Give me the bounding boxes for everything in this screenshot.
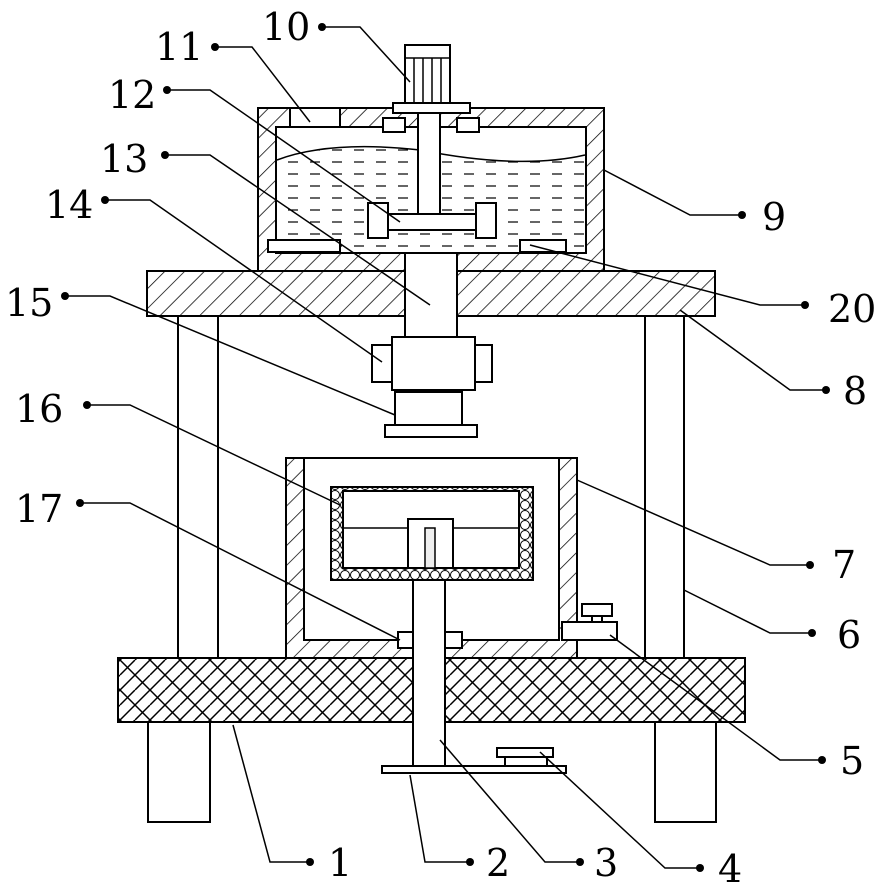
- label-20: 20: [828, 287, 876, 331]
- label-1: 1: [328, 841, 352, 885]
- label-13: 13: [100, 137, 148, 181]
- label-12: 12: [108, 73, 156, 117]
- bottom-motor: [505, 757, 547, 766]
- right-column: [645, 316, 684, 658]
- stirrer-paddle-right: [476, 203, 496, 238]
- label-8: 8: [843, 369, 867, 413]
- label-3: 3: [594, 841, 618, 885]
- label-9: 9: [762, 195, 786, 239]
- label-10: 10: [262, 5, 310, 49]
- tank-inlet: [290, 108, 340, 127]
- label-7: 7: [832, 543, 856, 587]
- right-leg: [655, 722, 716, 822]
- label-2: 2: [486, 841, 510, 885]
- valve: [392, 337, 475, 390]
- rotating-shaft: [413, 580, 445, 768]
- label-5: 5: [840, 739, 864, 783]
- knob: [582, 604, 612, 616]
- nozzle: [395, 392, 462, 425]
- shaft-bearing-right: [445, 632, 462, 648]
- nozzle-plate: [385, 425, 477, 437]
- core-pin: [425, 528, 435, 568]
- label-16: 16: [15, 387, 63, 431]
- stirrer-bar: [388, 214, 476, 230]
- stirring-shaft: [418, 113, 440, 215]
- left-column: [178, 316, 218, 658]
- heater-left: [268, 240, 340, 252]
- valve-side-right: [475, 345, 492, 382]
- heater-right: [520, 240, 566, 252]
- label-15: 15: [5, 281, 53, 325]
- motor-flange: [393, 103, 470, 113]
- label-4: 4: [718, 847, 742, 889]
- top-motor: [405, 45, 450, 103]
- left-leg: [148, 722, 210, 822]
- label-6: 6: [837, 613, 861, 657]
- valve-side-left: [372, 345, 392, 382]
- outlet-pipe: [405, 253, 457, 338]
- shaft-bearing-left: [398, 632, 413, 648]
- bottom-plate: [382, 766, 566, 773]
- bearing-left: [383, 118, 405, 132]
- label-11: 11: [155, 25, 203, 69]
- bearing-right: [457, 118, 479, 132]
- label-14: 14: [45, 183, 93, 227]
- knob-base: [562, 622, 617, 640]
- stirrer-paddle-left: [368, 203, 388, 238]
- label-17: 17: [15, 487, 63, 531]
